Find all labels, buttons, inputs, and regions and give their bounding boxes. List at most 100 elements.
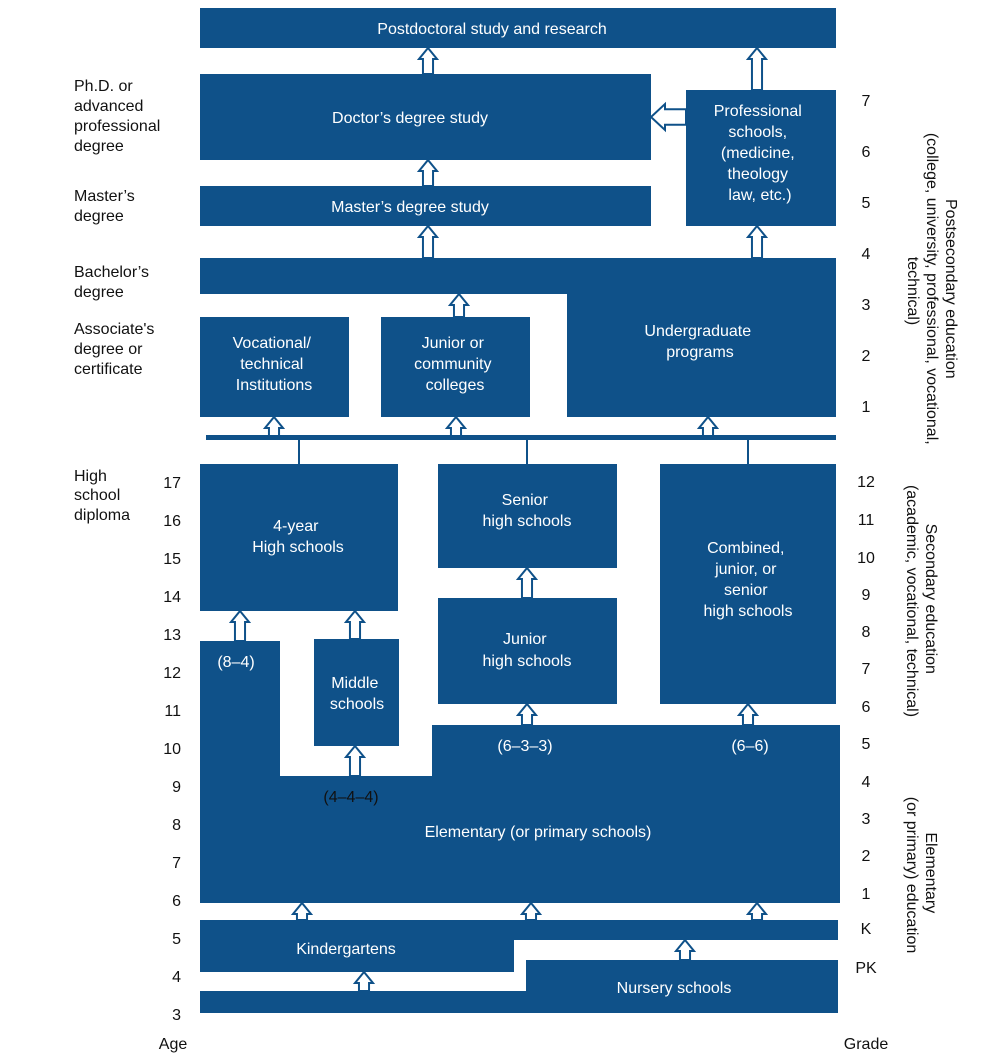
grade-tick-label: 2 — [862, 848, 871, 865]
grade-tick-label: 6 — [862, 699, 871, 716]
grade-tick-label: 3 — [862, 297, 871, 314]
up-arrow-icon — [352, 970, 376, 992]
age-axis-label: Age — [159, 1036, 188, 1053]
age-tick-label: 10 — [163, 741, 181, 758]
age-tick-label: 15 — [163, 551, 181, 568]
grade-tick-label: PK — [855, 960, 877, 977]
professional-schools-label: Professional schools, (medicine, theolog… — [714, 103, 807, 204]
up-arrow-icon — [447, 292, 471, 318]
level-label-elementary: Elementary (or primary) education — [903, 797, 939, 954]
level-label-postsecondary: Postsecondary education (college, univer… — [904, 133, 959, 449]
up-arrow-icon — [228, 609, 252, 642]
grade-tick-label: 7 — [862, 661, 871, 678]
elementary-box — [200, 641, 840, 903]
degree-label-high-school: High school diploma — [74, 468, 130, 524]
nursery-schools-box — [200, 960, 838, 1013]
grade-tick-label: 5 — [862, 736, 871, 753]
up-arrow-icon — [262, 415, 286, 437]
up-arrow-icon — [515, 566, 539, 599]
grade-tick-label: 8 — [862, 624, 871, 641]
masters-degree-box — [200, 186, 651, 226]
doctors-degree-box — [200, 74, 651, 160]
vocational-label: Vocational/ technical Institutions — [233, 335, 316, 394]
up-arrow-icon — [416, 46, 440, 75]
nursery-schools-label: Nursery schools — [617, 980, 732, 997]
vocational-box — [200, 317, 349, 417]
grade-axis: 7 6 5 4 3 2 1 12 11 10 9 8 7 6 5 4 3 2 1K PK — [855, 93, 877, 977]
up-arrow-icon — [343, 609, 367, 640]
grade-tick-label: 1 — [862, 886, 871, 903]
grade-tick-label: 12 — [857, 474, 875, 491]
junior-colleges-box — [381, 317, 530, 417]
kindergartens-label: Kindergartens — [296, 941, 396, 958]
age-tick-label: 8 — [172, 817, 181, 834]
combined-high-schools-label: Combined, junior, or senior high schools — [704, 540, 793, 620]
up-arrow-icon — [290, 901, 314, 921]
grade-tick-label: 9 — [862, 587, 871, 604]
pattern-8-4-label: (8–4) — [217, 654, 254, 671]
level-divider-bar — [206, 435, 836, 440]
four-year-high-schools-box — [200, 464, 398, 611]
age-tick-label: 4 — [172, 969, 181, 986]
age-tick-label: 6 — [172, 893, 181, 910]
age-tick-label: 3 — [172, 1007, 181, 1024]
degree-label-masters: Master’s degree — [74, 188, 139, 225]
age-tick-label: 14 — [163, 589, 181, 606]
degree-label-bachelors: Bachelor’s degree — [74, 264, 153, 301]
up-arrow-icon — [745, 901, 769, 921]
combined-high-schools-box — [660, 464, 836, 704]
svg-text:Postsecondary education: Postsecondary education (college, univer… — [904, 133, 959, 449]
svg-text:Secondary education (aca: Secondary education (academic, vocationa… — [903, 485, 939, 717]
up-arrow-icon — [736, 702, 760, 726]
grade-tick-label: K — [861, 921, 872, 938]
up-arrow-icon — [696, 415, 720, 437]
grade-tick-label: 4 — [862, 246, 871, 263]
up-arrow-icon — [416, 158, 440, 187]
age-tick-label: 13 — [163, 627, 181, 644]
grade-tick-label: 1 — [862, 399, 871, 416]
age-tick-label: 12 — [163, 665, 181, 682]
junior-high-schools-label: Junior high schools — [483, 631, 572, 670]
middle-schools-label: Middle schools — [330, 675, 384, 713]
grade-tick-label: 5 — [862, 195, 871, 212]
grade-tick-label: 6 — [862, 144, 871, 161]
degree-label-associate: Associate's degree or certificate — [74, 321, 159, 378]
left-arrow-icon — [649, 101, 687, 133]
postdoctoral-box — [200, 8, 836, 48]
senior-high-schools-box — [438, 464, 617, 568]
age-tick-label: 16 — [163, 513, 181, 530]
grade-tick-label: 3 — [862, 811, 871, 828]
up-arrow-icon — [673, 938, 697, 961]
junior-high-schools-box — [438, 598, 617, 704]
age-tick-label: 7 — [172, 855, 181, 872]
up-arrow-icon — [444, 415, 468, 437]
up-arrow-icon — [519, 901, 543, 921]
up-arrow-icon — [745, 46, 769, 91]
junior-colleges-label: Junior or community colleges — [414, 335, 496, 394]
age-tick-label: 11 — [164, 703, 181, 720]
grade-tick-label: 2 — [862, 348, 871, 365]
middle-schools-box — [314, 639, 399, 746]
up-arrow-icon — [745, 224, 769, 259]
degree-label-phd: Ph.D. or advanced professional degree — [74, 78, 165, 155]
undergraduate-label: Undergraduate programs — [644, 323, 755, 361]
grade-tick-label: 10 — [857, 550, 875, 567]
level-label-secondary: Secondary education (academic, vocationa… — [903, 485, 939, 717]
up-arrow-icon — [343, 744, 367, 777]
svg-text:Elementary (or primary): Elementary (or primary) education — [903, 797, 939, 954]
pattern-6-3-3-label: (6–3–3) — [497, 738, 552, 755]
grade-tick-label: 4 — [862, 774, 871, 791]
kindergartens-box — [200, 920, 838, 972]
up-arrow-icon — [416, 224, 440, 259]
arrows-layer — [228, 46, 769, 992]
grade-tick-label: 7 — [862, 93, 871, 110]
postdoctoral-label: Postdoctoral study and research — [377, 21, 606, 38]
elementary-label: Elementary (or primary schools) — [425, 824, 652, 841]
pattern-6-6-label: (6–6) — [731, 738, 768, 755]
senior-high-schools-label: Senior high schools — [483, 492, 572, 530]
grade-tick-label: 11 — [858, 512, 875, 529]
age-tick-label: 5 — [172, 931, 181, 948]
doctors-degree-label: Doctor’s degree study — [332, 110, 488, 127]
